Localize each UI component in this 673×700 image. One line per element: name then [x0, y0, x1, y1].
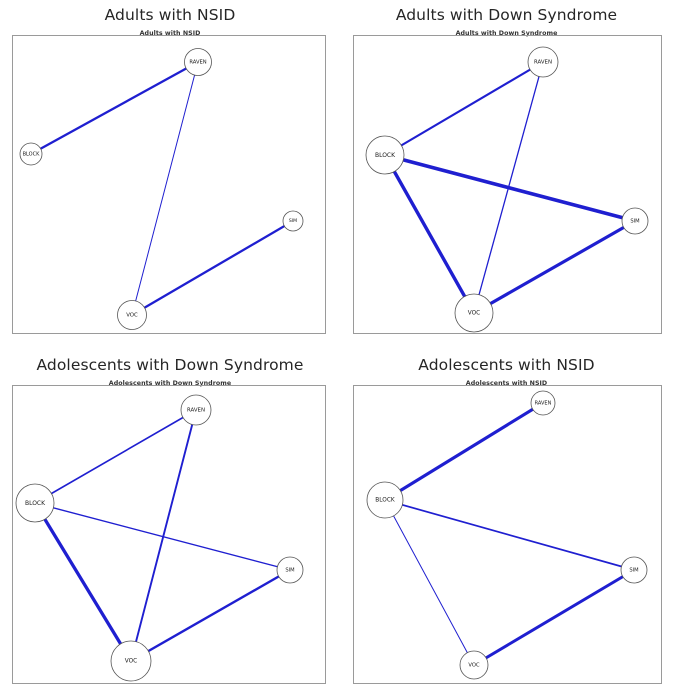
node-label: BLOCK [23, 151, 40, 157]
node-label: BLOCK [375, 497, 395, 503]
network-edge [129, 568, 292, 663]
network-node: BLOCK [19, 142, 43, 166]
node-label: SIM [285, 567, 294, 573]
panel-subtitle: Adolescents with NSID [465, 379, 548, 387]
network-edge [34, 502, 291, 571]
network-edge [383, 401, 545, 502]
network-svg: RAVEN BLOCK VOC SIM [12, 35, 326, 334]
network-node: RAVEN [184, 48, 212, 76]
node-circle [184, 48, 212, 76]
network-edge [472, 568, 636, 667]
network-edge [131, 61, 199, 316]
plot-frame [353, 35, 662, 334]
node-label: RAVEN [187, 407, 205, 413]
plot-frame [12, 385, 326, 684]
panel-subtitle: Adults with NSID [139, 29, 201, 37]
node-circle [117, 300, 147, 330]
network-node: VOC [454, 293, 494, 333]
node-circle [276, 556, 304, 584]
network-svg: RAVEN BLOCK VOC SIM [353, 35, 662, 334]
network-plot-adults-down-syndrome: RAVEN BLOCK VOC SIM [340, 0, 673, 350]
panel-title: Adolescents with Down Syndrome [36, 356, 304, 374]
node-circle [365, 135, 405, 175]
network-node: VOC [110, 640, 152, 682]
network-node: SIM [620, 556, 648, 584]
node-circle [620, 556, 648, 584]
panel-title: Adolescents with NSID [418, 356, 595, 374]
network-node: SIM [276, 556, 304, 584]
network-edge [130, 409, 197, 662]
node-circle [530, 390, 556, 416]
network-node: BLOCK [15, 483, 55, 523]
network-node: VOC [459, 650, 489, 680]
network-node: VOC [117, 300, 147, 330]
node-circle [19, 142, 43, 166]
panel-subtitle: Adolescents with Down Syndrome [108, 379, 232, 387]
node-circle [180, 394, 212, 426]
node-circle [454, 293, 494, 333]
panel-title: Adults with Down Syndrome [395, 6, 618, 24]
node-label: VOC [125, 658, 137, 664]
node-circle [282, 210, 304, 232]
network-svg: RAVEN BLOCK VOC SIM [353, 385, 662, 684]
network-node: SIM [282, 210, 304, 232]
network-plot-adults-nsid: RAVEN BLOCK VOC SIM [0, 0, 340, 350]
network-edge [384, 499, 635, 571]
node-label: SIM [629, 567, 638, 573]
node-label: BLOCK [375, 152, 396, 159]
network-edge [34, 409, 197, 504]
network-node: SIM [621, 207, 649, 235]
node-label: SIM [630, 218, 639, 224]
node-circle [459, 650, 489, 680]
network-node: BLOCK [366, 481, 404, 519]
network-plot-adolescents-down-syndrome: RAVEN BLOCK VOC SIM [0, 350, 340, 700]
network-plot-adolescents-nsid: RAVEN BLOCK VOC SIM [340, 350, 673, 700]
network-edge [473, 61, 544, 314]
node-circle [366, 481, 404, 519]
node-circle [110, 640, 152, 682]
network-node: RAVEN [180, 394, 212, 426]
network-edge [384, 499, 475, 666]
panel-adults-down-syndrome: Adults with Down Syndrome Adults with Do… [340, 0, 673, 350]
panel-title: Adults with NSID [104, 6, 236, 24]
node-circle [527, 46, 559, 78]
node-label: RAVEN [535, 400, 552, 406]
network-edge [383, 60, 545, 157]
panel-adults-nsid: Adults with NSID Adults with NSID RAVEN B… [0, 0, 340, 350]
node-circle [621, 207, 649, 235]
node-label: VOC [126, 312, 138, 318]
node-label: RAVEN [189, 59, 206, 65]
network-edge [383, 153, 637, 223]
node-label: VOC [468, 310, 480, 316]
node-label: SIM [289, 218, 297, 224]
plot-frame [353, 385, 662, 684]
node-circle [15, 483, 55, 523]
panel-adolescents-nsid: Adolescents with NSID Adolescents with N… [340, 350, 673, 700]
network-svg: RAVEN BLOCK VOC SIM [12, 385, 326, 684]
network-node: RAVEN [530, 390, 556, 416]
panel-adolescents-down-syndrome: Adolescents with Down Syndrome Adolescen… [0, 350, 340, 700]
network-edge [33, 501, 133, 663]
network-node: RAVEN [527, 46, 559, 78]
network-edge [472, 219, 637, 315]
panel-subtitle: Adults with Down Syndrome [455, 29, 558, 37]
network-edge [29, 60, 200, 156]
plot-frame [12, 35, 326, 334]
network-edge [130, 219, 295, 317]
node-label: RAVEN [534, 59, 552, 65]
network-edge [383, 153, 476, 315]
network-node: BLOCK [365, 135, 405, 175]
node-label: BLOCK [25, 500, 46, 507]
node-label: VOC [468, 662, 480, 668]
